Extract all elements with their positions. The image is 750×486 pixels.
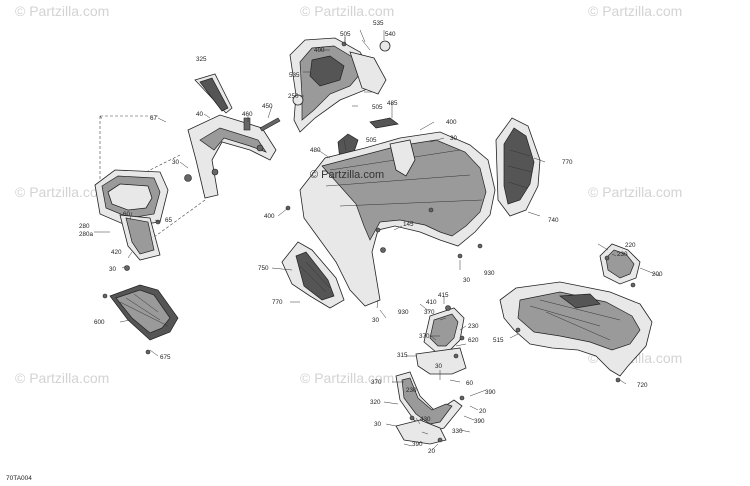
- callout-label: 420: [111, 249, 122, 256]
- callout-label: 325: [196, 56, 207, 63]
- callout-label: 410: [426, 299, 437, 306]
- callout-label: 400: [446, 119, 457, 126]
- front-fascia: [285, 131, 496, 307]
- callout-label: 600: [94, 319, 105, 326]
- front-bumper: [94, 169, 169, 271]
- callout-label: 30: [109, 266, 117, 273]
- callout-label: 370: [371, 379, 382, 386]
- callout-label: 315: [397, 352, 408, 359]
- callout-label: 480: [310, 147, 321, 154]
- callout-label: 720: [637, 382, 648, 389]
- side-deflector-right: [495, 117, 541, 217]
- watermark: © Partzilla.com: [15, 184, 109, 200]
- callout-label: 230: [617, 251, 628, 258]
- watermark: © Partzilla.com: [588, 184, 682, 200]
- callout-label: 505: [340, 31, 351, 38]
- callout-label: 930: [484, 270, 495, 277]
- fuel-tank-cover: [499, 281, 653, 383]
- center-support-bracket: [415, 305, 467, 375]
- callout-label: 505: [366, 137, 377, 144]
- callout-label: 30: [374, 421, 382, 428]
- handlebar-riser-bracket: [184, 73, 281, 199]
- callout-label: 505: [372, 104, 383, 111]
- callout-label: 535: [289, 72, 300, 79]
- callout-label: 330: [452, 428, 463, 435]
- callout-label: 460: [242, 111, 253, 118]
- callout-label: 40: [196, 111, 204, 118]
- callout-label: 770: [272, 299, 283, 306]
- watermark: © Partzilla.com: [15, 3, 109, 19]
- callout-label: 220: [625, 242, 636, 249]
- callout-label: 60: [123, 211, 131, 218]
- callout-label: 30: [450, 135, 458, 142]
- callout-label: 145: [403, 221, 414, 228]
- callout-label: 750: [258, 265, 269, 272]
- assembly-guide: [99, 115, 160, 210]
- callout-label: 675: [160, 354, 171, 361]
- callout-label: 30: [172, 159, 180, 166]
- callout-label: 30: [463, 277, 471, 284]
- callout-label: 250: [288, 93, 299, 100]
- callout-label: 770: [562, 159, 573, 166]
- callout-label: 400: [264, 213, 275, 220]
- callout-label: 540: [385, 31, 396, 38]
- callout-label: 535: [373, 20, 384, 27]
- leader-lines: [94, 30, 661, 451]
- callout-label: 430: [420, 416, 431, 423]
- drawing-code: 70TA004: [6, 475, 32, 482]
- callout-label: 400: [314, 47, 325, 54]
- callout-label: 485: [387, 100, 398, 107]
- callout-label: 415: [438, 292, 449, 299]
- watermark: © Partzilla.com: [300, 3, 394, 19]
- callout-labels: 535 505 540 400 325 535 250 505 450 67 4…: [79, 20, 663, 455]
- callout-label: 620: [468, 337, 479, 344]
- skid-plate: [102, 284, 179, 355]
- watermark: © Partzilla.com: [300, 370, 394, 386]
- callout-label: 450: [262, 103, 273, 110]
- watermark: © Partzilla.com: [588, 3, 682, 19]
- callout-label: 200: [652, 271, 663, 278]
- callout-label: 280: [79, 223, 90, 230]
- callout-label: 280a: [79, 231, 94, 238]
- lower-bumper-bar: [395, 371, 465, 445]
- callout-label: 67: [150, 115, 158, 122]
- callout-label: 230: [468, 323, 479, 330]
- callout-label: 930: [398, 309, 409, 316]
- callout-label: 390: [412, 441, 423, 448]
- headlight-housing: [289, 29, 391, 133]
- mount-bracket: [369, 117, 399, 129]
- callout-label: 20: [479, 408, 487, 415]
- callout-label: 30: [372, 317, 380, 324]
- watermark: © Partzilla.com: [15, 370, 109, 386]
- side-deflector-left: [281, 241, 345, 309]
- callout-label: 20: [428, 448, 436, 455]
- callout-label: 390: [474, 418, 485, 425]
- rear-cover: [599, 243, 641, 288]
- callout-label: 320: [370, 399, 381, 406]
- callout-label: 60: [466, 380, 474, 387]
- callout-label: 370: [419, 333, 430, 340]
- callout-label: 30: [435, 363, 443, 370]
- callout-label: 515: [493, 337, 504, 344]
- callout-label: 390: [485, 389, 496, 396]
- callout-label: 740: [548, 217, 559, 224]
- callout-label: 370: [424, 309, 435, 316]
- center-watermark: © Partzilla.com: [310, 169, 384, 181]
- callout-label: 230: [406, 387, 417, 394]
- callout-label: 65: [165, 217, 173, 224]
